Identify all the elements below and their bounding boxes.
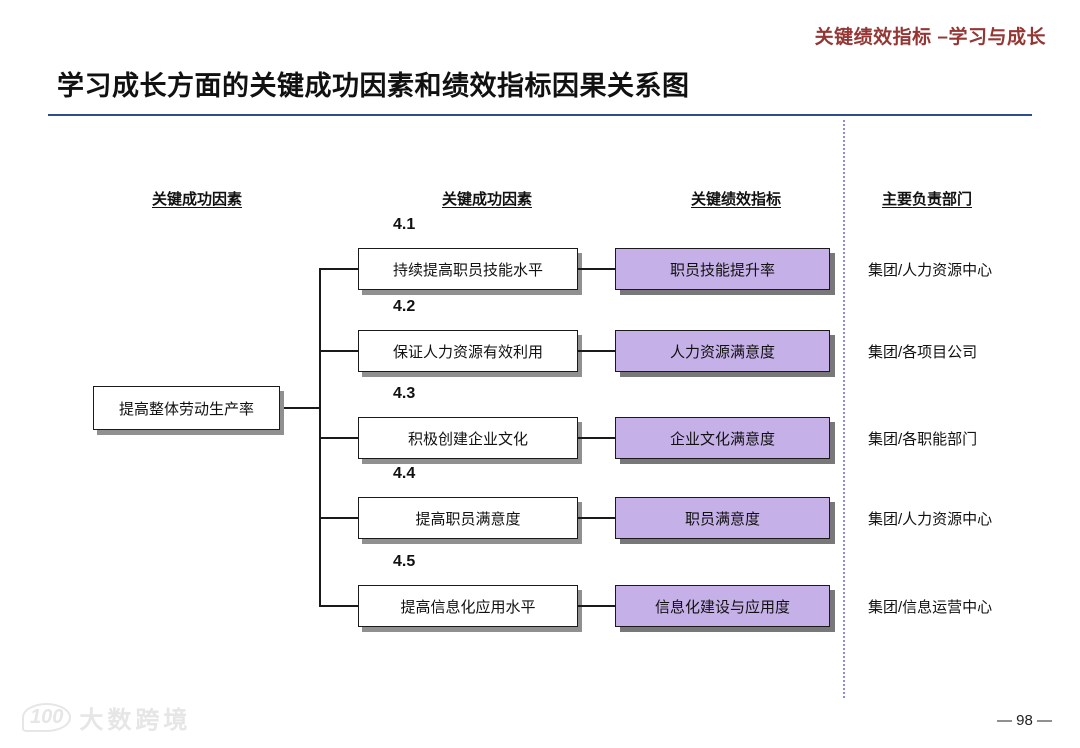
diagram-row: 4.2 保证人力资源有效利用 人力资源满意度 集团/各项目公司 (0, 298, 1080, 372)
title-underline (48, 114, 1032, 116)
kpi-box: 职员技能提升率 (615, 248, 830, 290)
kpi-box: 企业文化满意度 (615, 417, 830, 459)
page-title: 学习成长方面的关键成功因素和绩效指标因果关系图 (57, 71, 690, 101)
connector-branch-line (319, 350, 358, 352)
connector-kpi-line (578, 517, 615, 519)
connector-kpi-line (578, 437, 615, 439)
column-header-kpi: 关键绩效指标 (690, 191, 781, 208)
kpi-box: 人力资源满意度 (615, 330, 830, 372)
connector-branch-line (319, 437, 358, 439)
watermark-logo-icon: 100 (22, 703, 72, 732)
csf-box: 提高职员满意度 (358, 497, 578, 539)
column-header-dept: 主要负责部门 (881, 191, 972, 208)
row-number: 4.4 (393, 465, 416, 482)
connector-root-line (280, 407, 320, 409)
csf-box: 积极创建企业文化 (358, 417, 578, 459)
dashed-separator-line (843, 120, 845, 698)
department-label: 集团/各项目公司 (868, 343, 978, 361)
diagram-row: 4.4 提高职员满意度 职员满意度 集团/人力资源中心 (0, 465, 1080, 539)
corner-tag: 关键绩效指标 –学习与成长 (814, 27, 1046, 48)
root-factor-box: 提高整体劳动生产率 (93, 386, 280, 430)
csf-box: 持续提高职员技能水平 (358, 248, 578, 290)
column-header-csf-mid: 关键成功因素 (441, 191, 532, 208)
department-label: 集团/信息运营中心 (868, 598, 993, 616)
connector-branch-line (319, 517, 358, 519)
row-number: 4.2 (393, 298, 416, 315)
csf-box: 提高信息化应用水平 (358, 585, 578, 627)
csf-box: 保证人力资源有效利用 (358, 330, 578, 372)
diagram-row: 4.1 持续提高职员技能水平 职员技能提升率 集团/人力资源中心 (0, 216, 1080, 290)
watermark: 100 大数跨境 (22, 700, 191, 735)
connector-branch-line (319, 268, 358, 270)
row-number: 4.1 (393, 216, 416, 233)
connector-branch-line (319, 605, 358, 607)
connector-kpi-line (578, 268, 615, 270)
diagram-row: 4.5 提高信息化应用水平 信息化建设与应用度 集团/信息运营中心 (0, 553, 1080, 627)
department-label: 集团/人力资源中心 (868, 261, 993, 279)
kpi-box: 职员满意度 (615, 497, 830, 539)
page-number: — 98 — (996, 712, 1052, 729)
watermark-text: 大数跨境 (79, 707, 192, 734)
row-number: 4.5 (393, 553, 416, 570)
department-label: 集团/各职能部门 (868, 430, 978, 448)
connector-kpi-line (578, 605, 615, 607)
department-label: 集团/人力资源中心 (868, 510, 993, 528)
connector-kpi-line (578, 350, 615, 352)
row-number: 4.3 (393, 385, 416, 402)
column-header-csf-left: 关键成功因素 (151, 191, 242, 208)
diagram-row: 4.3 积极创建企业文化 企业文化满意度 集团/各职能部门 (0, 385, 1080, 459)
kpi-box: 信息化建设与应用度 (615, 585, 830, 627)
